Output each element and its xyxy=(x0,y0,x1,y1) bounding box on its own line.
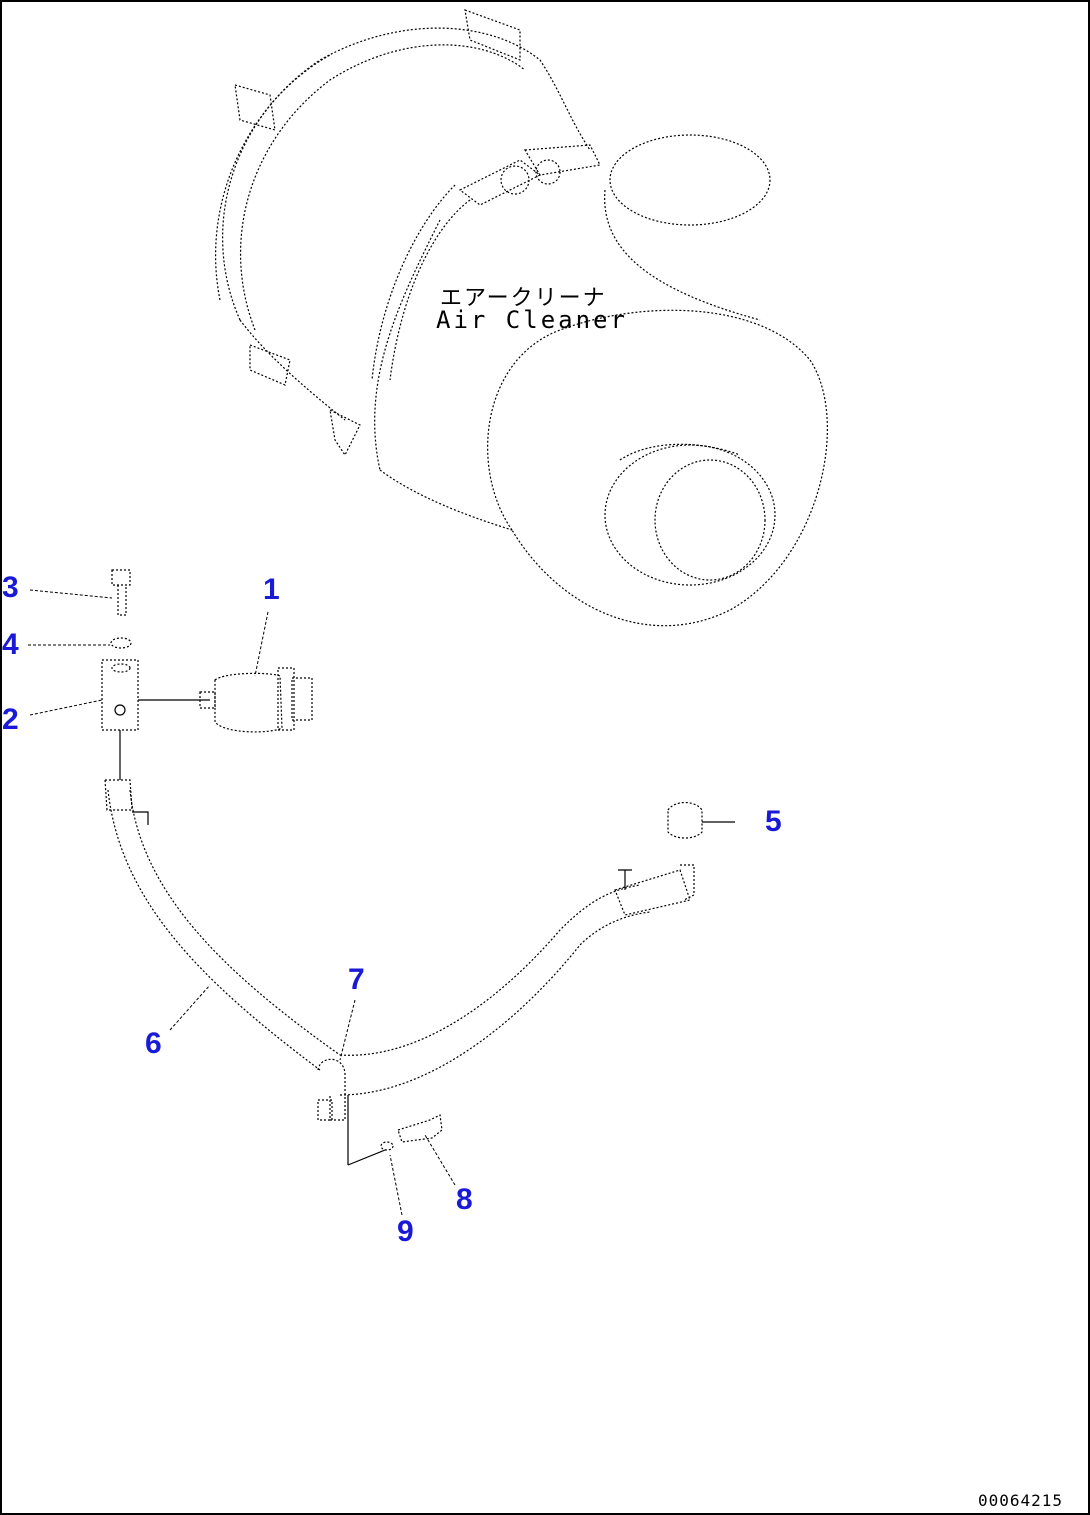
indicator-parts-drawing xyxy=(101,569,735,1166)
callout-3: 3 xyxy=(2,571,19,604)
callout-9: 9 xyxy=(397,1215,414,1248)
part-name-japanese: エアークリーナ xyxy=(440,286,607,311)
callout-4: 4 xyxy=(2,628,19,661)
callout-6: 6 xyxy=(145,1027,162,1060)
callout-5: 5 xyxy=(765,805,782,838)
leader-lines xyxy=(28,589,456,1216)
figure-number: 00064215 xyxy=(978,1491,1064,1510)
callout-2: 2 xyxy=(2,703,19,736)
callout-8: 8 xyxy=(456,1183,473,1216)
callout-1: 1 xyxy=(263,573,280,606)
air-cleaner-drawing xyxy=(215,9,828,627)
part-name-english: Air Cleaner xyxy=(436,306,628,334)
callout-7: 7 xyxy=(348,963,365,996)
